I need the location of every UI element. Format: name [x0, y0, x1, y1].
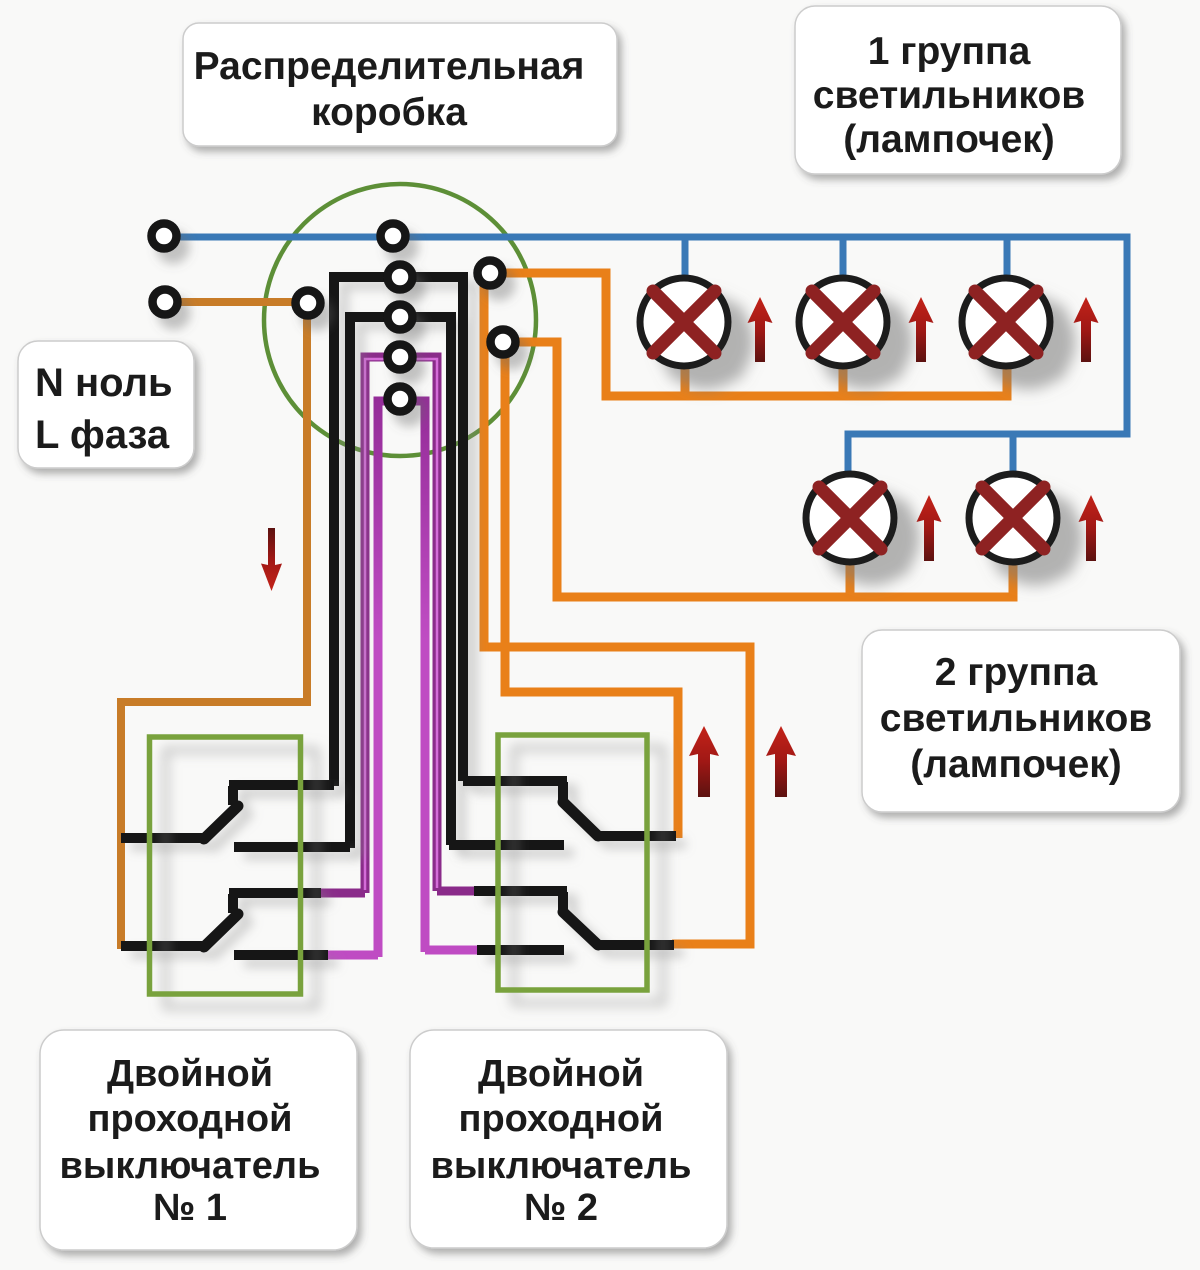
svg-text:1 группа: 1 группа — [868, 30, 1031, 73]
svg-text:(лампочек): (лампочек) — [910, 743, 1122, 786]
svg-text:L фаза: L фаза — [35, 413, 170, 457]
svg-text:выключатель: выключатель — [60, 1145, 321, 1187]
svg-text:светильников: светильников — [880, 697, 1153, 740]
svg-text:выключатель: выключатель — [431, 1145, 692, 1187]
svg-text:коробка: коробка — [311, 91, 467, 134]
svg-text:Двойной: Двойной — [478, 1053, 644, 1095]
svg-text:№ 1: № 1 — [153, 1187, 227, 1229]
svg-text:№ 2: № 2 — [524, 1187, 598, 1229]
svg-text:Двойной: Двойной — [107, 1053, 273, 1095]
svg-text:проходной: проходной — [88, 1098, 293, 1140]
svg-text:светильников: светильников — [813, 74, 1086, 117]
svg-text:Распределительная: Распределительная — [194, 45, 585, 88]
svg-text:(лампочек): (лампочек) — [843, 118, 1055, 161]
svg-text:2 группа: 2 группа — [935, 651, 1098, 694]
svg-text:проходной: проходной — [459, 1098, 664, 1140]
svg-text:N ноль: N ноль — [35, 361, 173, 405]
